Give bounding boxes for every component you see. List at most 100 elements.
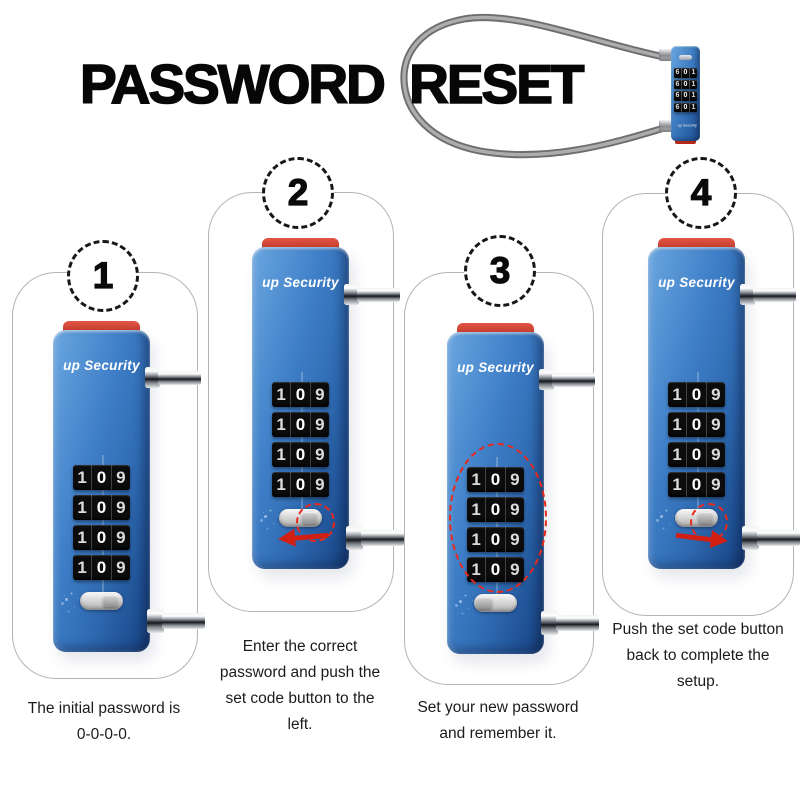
dial-digit: 9 [309, 382, 329, 407]
dial-digit: 1 [77, 497, 87, 517]
dial-digit: 9 [705, 472, 725, 497]
dial-digit: 0 [686, 382, 705, 407]
set-code-button [80, 592, 123, 610]
step-4-badge: 4 [665, 157, 737, 229]
dial-digit: 0 [91, 525, 110, 550]
step-2-badge: 2 [262, 157, 334, 229]
dial-digit: 1 [689, 68, 697, 78]
cable-connector-top [145, 367, 201, 388]
page-title: PASSWORD RESET [79, 53, 585, 115]
dial-digit: 9 [705, 382, 725, 407]
caption-line: Enter the correct [242, 638, 358, 655]
cable-loop [400, 13, 668, 159]
caption-line: setup. [676, 673, 720, 690]
step-4-caption: Push the set code button back to complet… [598, 617, 798, 695]
dial-digit: 9 [110, 495, 130, 520]
paint-speckles [264, 515, 267, 518]
paint-speckles [65, 598, 68, 601]
caption-line: and remember it. [439, 725, 557, 742]
step-3-caption: Set your new password and remember it. [402, 695, 594, 747]
dial-digit: 9 [705, 442, 725, 467]
dial-digit: 1 [77, 527, 87, 547]
dial-digit: 1 [672, 414, 682, 434]
dial-digit: 1 [276, 384, 286, 404]
brand-label: up Security [63, 358, 140, 373]
brand-label: up Security [262, 275, 339, 290]
dial-digit: 0 [681, 68, 689, 78]
dial-digit: 0 [681, 102, 689, 112]
dial-digit: 1 [672, 474, 682, 494]
paint-speckles [660, 515, 663, 518]
cable-connector-bottom [541, 611, 599, 635]
cable-connector-top [740, 284, 796, 305]
caption-line: set code button to the [225, 690, 375, 707]
set-code-button [474, 594, 517, 612]
dial-digit: 0 [686, 472, 705, 497]
caption-line: The initial password is [27, 700, 181, 717]
dial-digit: 9 [309, 412, 329, 437]
step-3-badge: 3 [464, 235, 536, 307]
dial-digit: 6 [675, 103, 680, 111]
cable-connector-top [539, 369, 595, 390]
cable-connector-bottom [742, 526, 800, 550]
dial-digit: 6 [675, 69, 680, 76]
set-code-knob [477, 597, 492, 609]
dial-digit: 0 [681, 91, 689, 101]
dial-digit: 0 [686, 442, 705, 467]
brand-label: up Security [677, 123, 697, 128]
dial-digit: 0 [91, 555, 110, 580]
dial-digit: 0 [290, 472, 309, 497]
dial-digit: 9 [110, 525, 130, 550]
dial-digit: 1 [77, 557, 87, 577]
step-1-caption: The initial password is 0-0-0-0. [10, 696, 198, 748]
dial-digit: 1 [689, 91, 697, 101]
highlight-circle-button [296, 503, 335, 542]
step-number: 3 [489, 249, 511, 291]
caption-line: 0-0-0-0. [76, 726, 132, 743]
dial-digit: 9 [110, 555, 130, 580]
dial-digit: 9 [705, 412, 725, 437]
dial-digit: 0 [91, 495, 110, 520]
dial-digit: 1 [77, 467, 87, 487]
caption-line: password and push the [219, 664, 381, 681]
dial-digit: 9 [309, 472, 329, 497]
dial-digit: 6 [675, 92, 680, 99]
step-2-caption: Enter the correct password and push the … [206, 634, 394, 738]
step-number: 2 [287, 171, 309, 213]
paint-speckles [459, 600, 462, 603]
cable-fitting-bottom [659, 120, 673, 132]
step-number: 4 [690, 171, 712, 213]
caption-line: left. [287, 716, 313, 733]
dial-digit: 1 [276, 474, 286, 494]
dial-digit: 0 [686, 412, 705, 437]
dial-digit: 0 [290, 412, 309, 437]
caption-line: Push the set code button [612, 621, 784, 638]
dial-digit: 1 [672, 444, 682, 464]
dial-digit: 0 [91, 465, 110, 490]
dial-digit: 1 [689, 102, 697, 112]
dial-digit: 0 [290, 442, 309, 467]
dial-digit: 1 [672, 384, 682, 404]
dial-digit: 9 [110, 465, 130, 490]
cable-connector-top [344, 284, 400, 305]
